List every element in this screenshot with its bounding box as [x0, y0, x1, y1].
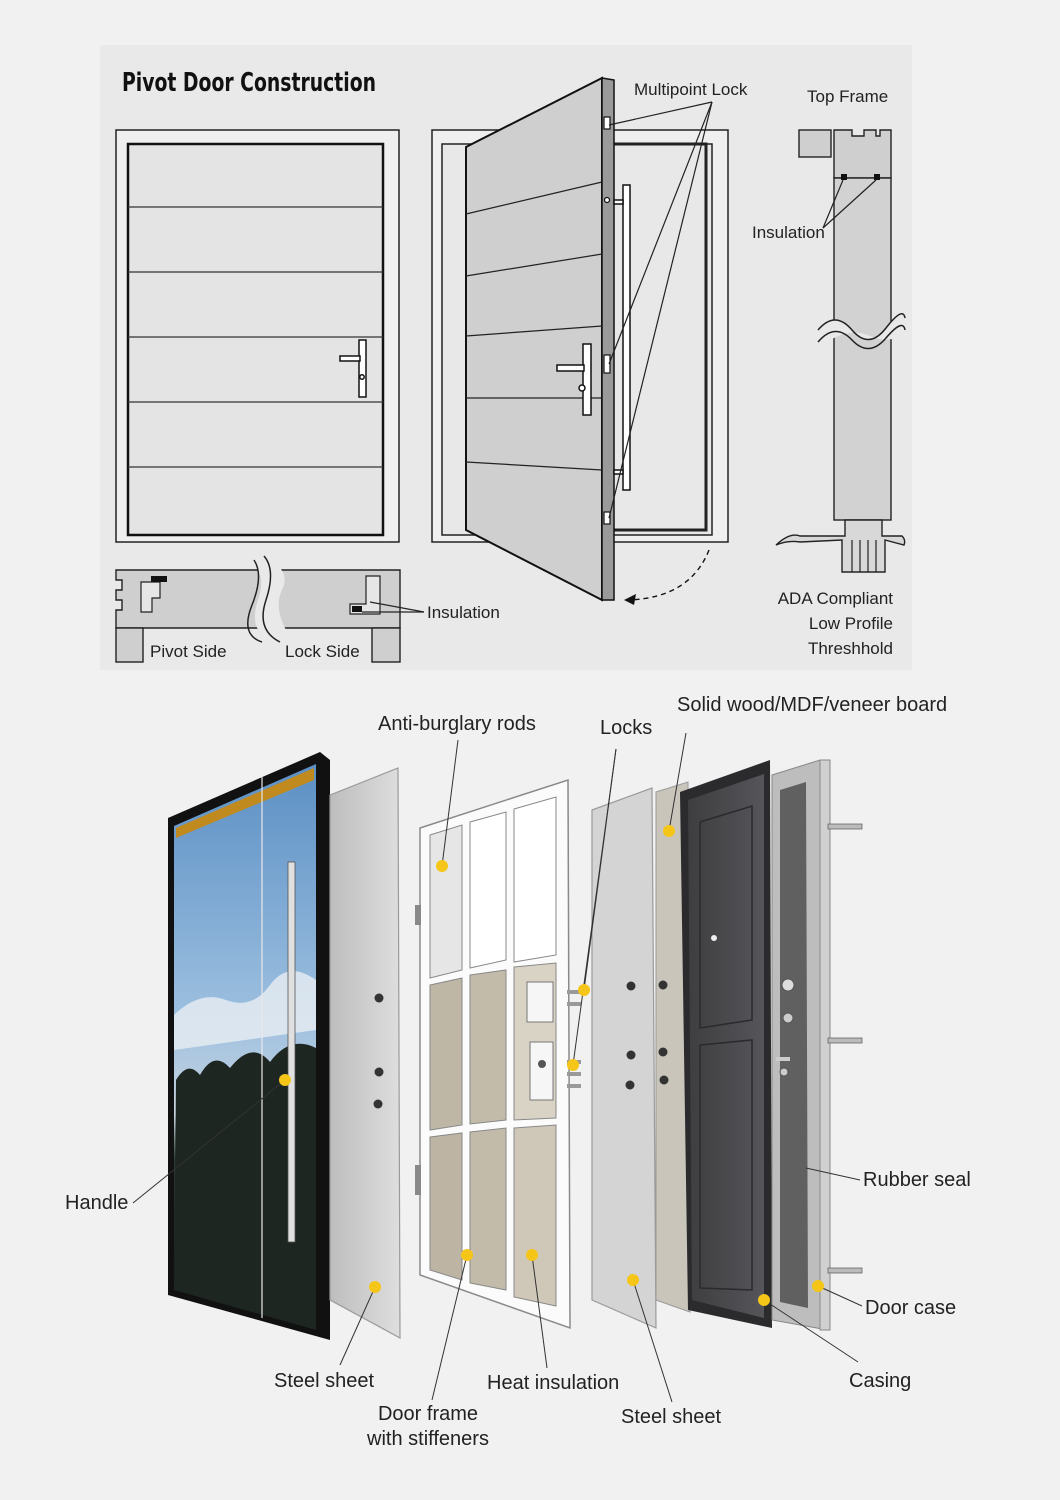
label-locks: Locks	[600, 717, 652, 739]
dot-handle	[279, 1074, 291, 1086]
label-rubber-seal: Rubber seal	[863, 1169, 971, 1191]
dot-anti-burglary	[436, 860, 448, 872]
exploded-door-layers	[168, 752, 863, 1340]
dot-lock-lower	[567, 1059, 579, 1071]
steel-sheet-inner	[591, 787, 657, 1329]
callout-dots	[279, 825, 824, 1306]
label-multipoint-lock: Multipoint Lock	[634, 80, 748, 99]
bottom-leader-lines	[132, 732, 863, 1403]
pivot-door-handle	[556, 343, 592, 416]
open-pivot-door	[431, 76, 729, 605]
insulation-top-leaders	[822, 179, 877, 229]
label-steel-sheet-right: Steel sheet	[621, 1406, 722, 1428]
label-handle: Handle	[65, 1192, 128, 1214]
dot-casing	[758, 1294, 770, 1306]
label-solid-wood: Solid wood/MDF/veneer board	[677, 694, 947, 716]
dot-door-frame	[461, 1249, 473, 1261]
multipoint-lock-leaders	[608, 101, 713, 519]
label-steel-sheet-left: Steel sheet	[274, 1370, 375, 1392]
door-frame-stiffeners	[415, 778, 581, 1330]
front-door-elevation	[115, 129, 400, 543]
glass-handle-bar	[287, 861, 296, 1243]
dark-door-face	[680, 760, 772, 1328]
label-lock-side: Lock Side	[285, 642, 360, 661]
label-anti-burglary-rods: Anti-burglary rods	[378, 713, 536, 735]
dot-heat-insulation	[526, 1249, 538, 1261]
label-insulation-plan: Insulation	[427, 603, 500, 622]
pull-bar-icon	[613, 184, 631, 491]
label-top-frame: Top Frame	[807, 87, 888, 106]
label-pivot-side: Pivot Side	[150, 642, 227, 661]
front-door-handle	[339, 339, 367, 398]
label-casing: Casing	[849, 1370, 911, 1392]
dot-steel-outer	[369, 1281, 381, 1293]
label-threshold: Threshhold	[808, 639, 893, 658]
label-insulation-top: Insulation	[752, 223, 825, 242]
label-low-profile: Low Profile	[809, 614, 893, 633]
label-with-stiffeners: with stiffeners	[366, 1428, 489, 1450]
glass-front-panel	[168, 752, 330, 1340]
door-case-frame	[771, 759, 863, 1331]
insulation-plan-leaders	[362, 601, 425, 613]
page-title: Pivot Door Construction	[122, 68, 376, 98]
label-door-frame: Door frame	[378, 1403, 478, 1425]
plan-section	[115, 555, 401, 663]
label-door-case: Door case	[865, 1297, 956, 1319]
top-frame-section	[775, 129, 906, 573]
dot-steel-inner	[627, 1274, 639, 1286]
swing-arrow	[627, 549, 710, 601]
steel-sheet-outer	[329, 767, 401, 1340]
dot-lock-upper	[578, 984, 590, 996]
label-heat-insulation: Heat insulation	[487, 1372, 619, 1394]
dot-wood-board	[663, 825, 675, 837]
dot-door-case	[812, 1280, 824, 1292]
label-ada-compliant: ADA Compliant	[778, 589, 894, 608]
